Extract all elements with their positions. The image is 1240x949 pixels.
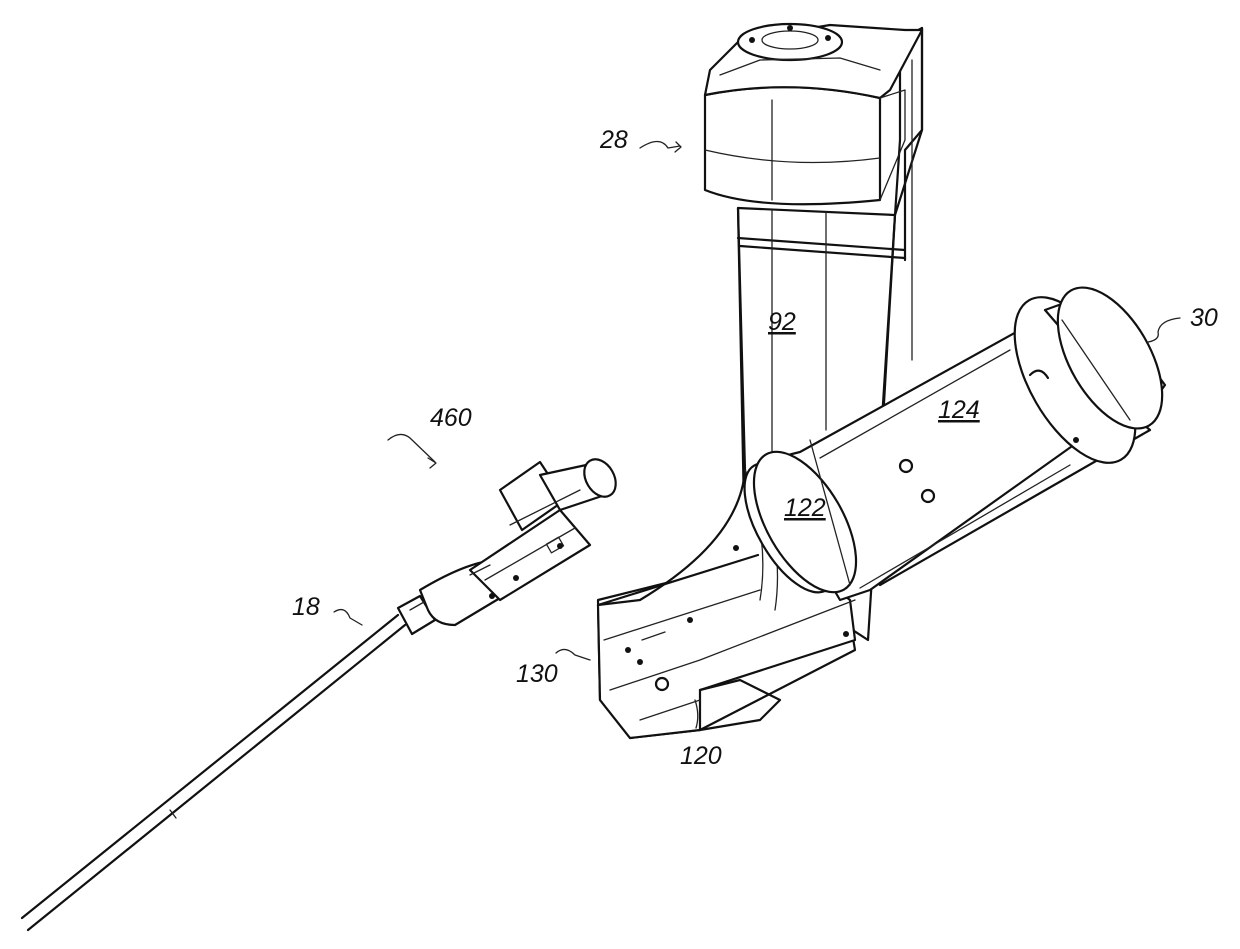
label-122: 122 — [784, 494, 826, 522]
leader-18 — [334, 610, 362, 625]
instrument — [22, 454, 622, 930]
leader-130 — [556, 649, 590, 660]
leader-28 — [640, 142, 680, 149]
top-housing — [705, 24, 922, 204]
label-130: 130 — [516, 660, 558, 688]
label-28: 28 — [599, 126, 628, 154]
leader-30 — [1148, 318, 1180, 342]
label-30: 30 — [1190, 304, 1218, 332]
label-92: 92 — [768, 308, 796, 336]
label-120: 120 — [680, 742, 722, 770]
label-460: 460 — [430, 404, 472, 432]
label-124: 124 — [938, 396, 980, 424]
label-18: 18 — [292, 593, 320, 621]
